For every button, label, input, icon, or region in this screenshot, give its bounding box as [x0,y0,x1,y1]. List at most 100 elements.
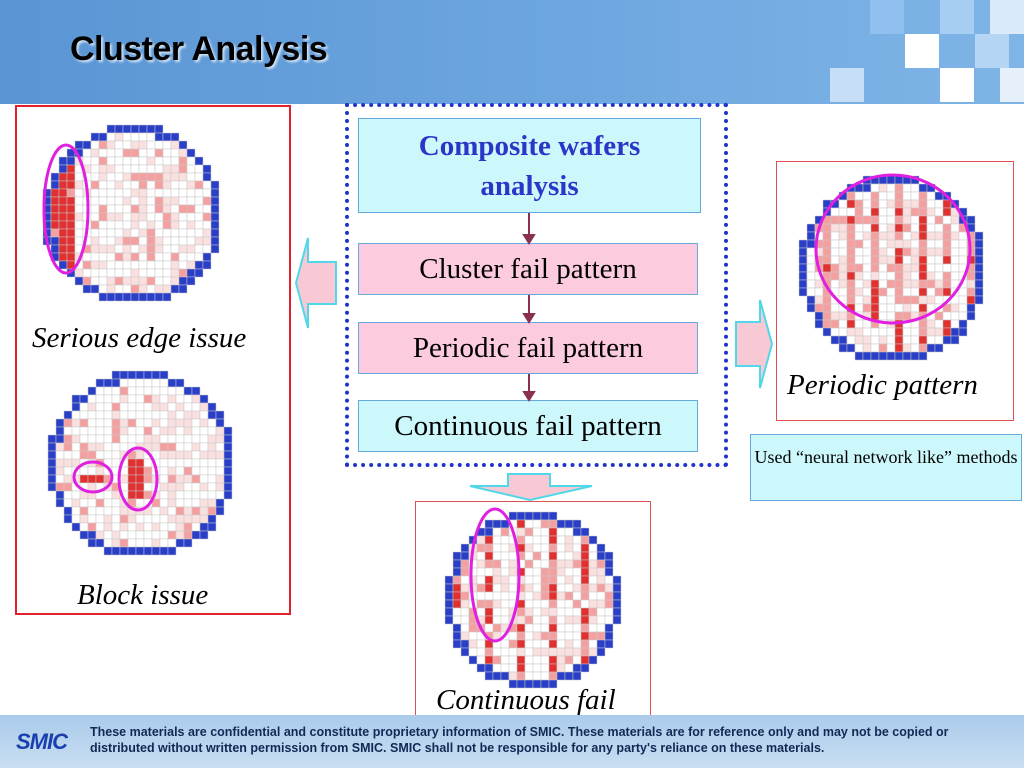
wafer-die-cell [492,583,502,593]
wafer-die-cell [580,647,590,657]
wafer-die-cell [484,583,494,593]
wafer-die-cell [508,615,518,625]
wafer-die-cell [492,671,502,681]
wafer-die-cell [540,647,550,657]
wafer-die-cell [596,615,606,625]
wafer-die-cell [934,343,944,353]
wafer-die-cell [556,519,566,529]
wafer-die-cell [468,639,478,649]
wafer-die-cell [516,663,526,673]
wafer-die-cell [452,551,462,561]
wafer-die-cell [460,623,470,633]
wafer-die-cell [508,535,518,545]
wafer-die-cell [572,591,582,601]
wafer-die-cell [516,647,526,657]
wafer-die-cell [452,559,462,569]
wafer-die-cell [500,639,510,649]
wafer-die-cell [572,519,582,529]
wafer-die-cell [556,663,566,673]
wafer-die-cell [572,615,582,625]
wafer-die-cell [500,647,510,657]
wafer-die-cell [460,583,470,593]
wafer-die-cell [500,671,510,681]
wafer-die-cell [540,655,550,665]
wafer-die-cell [556,639,566,649]
wafer-die-cell [500,583,510,593]
wafer-die-cell [532,511,542,521]
wafer-die-cell [580,599,590,609]
wafer-die-cell [548,607,558,617]
wafer-die-cell [516,655,526,665]
wafer-die-cell [460,607,470,617]
wafer-die-cell [484,599,494,609]
wafer-die-cell [548,575,558,585]
wafer-die-cell [540,607,550,617]
wafer-die-cell [484,639,494,649]
wafer-die-cell [516,543,526,553]
wafer-die-cell [524,663,534,673]
wafer-die-cell [532,583,542,593]
header-decor-square [990,0,1024,34]
wafer-die-cell [556,671,566,681]
wafer-die-cell [492,663,502,673]
wafer-die-cell [516,623,526,633]
wafer-die-cell [508,543,518,553]
wafer-die-cell [950,335,960,345]
wafer-die-cell [207,522,217,532]
wafer-die-cell [540,583,550,593]
header-decor-square [940,68,974,102]
wafer-die-cell [524,623,534,633]
wafer-die-cell [524,615,534,625]
wafer-die-cell [580,575,590,585]
wafer-die-cell [548,615,558,625]
wafer-die-cell [556,631,566,641]
wafer-die-cell [572,631,582,641]
composite-analysis-label: Composite wafers analysis [418,129,641,202]
wafer-die-cell [492,543,502,553]
wafer-die-cell [508,591,518,601]
wafer-die-cell [572,663,582,673]
wafer-die-cell [476,567,486,577]
wafer-die-cell [588,615,598,625]
wafer-die-cell [484,591,494,601]
wafer-die-cell [604,615,614,625]
wafer-die-cell [460,639,470,649]
wafer-die-cell [508,551,518,561]
wafer-die-cell [596,623,606,633]
wafer-die-cell [532,607,542,617]
wafer-die-cell [484,559,494,569]
wafer-die-cell [524,567,534,577]
wafer-die-cell [532,663,542,673]
wafer-die-cell [564,607,574,617]
wafer-die-cell [588,647,598,657]
wafer-die-cell [492,607,502,617]
wafer-die-cell [468,607,478,617]
wafer-die-cell [508,631,518,641]
wafer-die-cell [492,551,502,561]
wafer-die-cell [612,575,622,585]
wafer-die-cell [476,647,486,657]
wafer-die-cell [588,655,598,665]
continuous-fail-box: Continuous fail pattern [358,400,698,452]
wafer-die-cell [484,575,494,585]
wafer-die-cell [572,583,582,593]
wafer-die-cell [580,583,590,593]
legal-notice: These materials are confidential and con… [90,725,949,755]
wafer-die-cell [484,623,494,633]
flow-frame [345,103,728,467]
wafer-die-cell [524,559,534,569]
wafer-die-cell [492,647,502,657]
wafer-die-cell [588,591,598,601]
wafer-die-cell [484,519,494,529]
wafer-die-cell [468,655,478,665]
wafer-die-cell [532,527,542,537]
wafer-die-cell [580,559,590,569]
wafer-die-cell [604,559,614,569]
wafer-die-cell [556,575,566,585]
header-decor-square [830,68,864,102]
wafer-die-cell [540,631,550,641]
wafer-die-cell [516,519,526,529]
wafer-die-cell [532,655,542,665]
wafer-die-cell [556,543,566,553]
wafer-die-cell [476,543,486,553]
